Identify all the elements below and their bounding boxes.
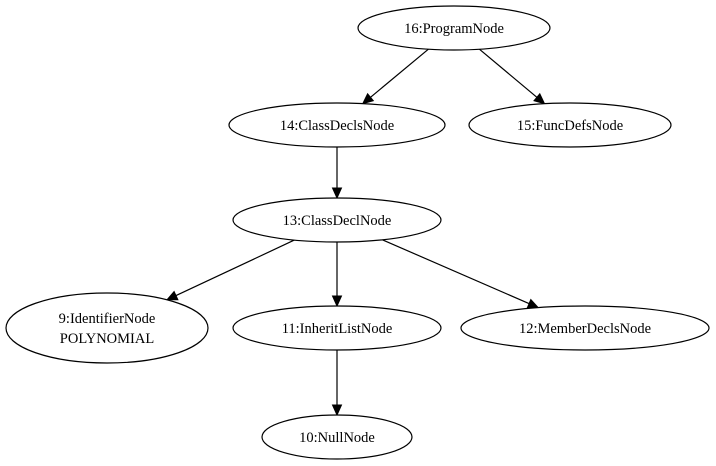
node-null-label: 10:NullNode [299,430,375,446]
node-identifier-shape [5,292,209,364]
node-func-defs-shape [468,102,672,148]
node-func-defs: 15:FuncDefsNode [468,102,672,148]
edge-class-decl-to-identifier [175,239,295,297]
node-inherit-list-shape [232,305,442,351]
node-func-defs-label: 15:FuncDefsNode [517,118,623,134]
node-class-decl: 13:ClassDeclNode [232,197,442,243]
node-class-decl-label: 13:ClassDeclNode [283,213,392,229]
edge-program-to-func-defs [479,48,538,98]
node-class-decl-shape [232,197,442,243]
node-inherit-list-label: 11:InheritListNode [282,321,393,337]
edge-program-to-class-decls [370,48,429,98]
edge-program-to-class-decls-arrowhead [361,92,375,105]
node-program-label: 16:ProgramNode [404,21,504,37]
node-class-decls-shape [228,102,446,148]
node-program: 16:ProgramNode [357,5,551,51]
node-identifier-label: 9:IdentifierNode [59,311,156,327]
node-member-decls: 12:MemberDeclsNode [460,305,710,351]
edge-class-decls-to-class-decl-arrowhead [331,187,343,200]
node-class-decls: 14:ClassDeclsNode [228,102,446,148]
node-null-shape [261,414,413,460]
edge-class-decl-to-member-decls [382,239,530,305]
edge-class-decl-to-inherit-list-arrowhead [331,295,343,308]
node-member-decls-shape [460,305,710,351]
edge-class-decl-to-member-decls-arrowhead [526,298,540,309]
node-inherit-list: 11:InheritListNode [232,305,442,351]
node-identifier-value: POLYNOMIAL [60,331,154,347]
node-null: 10:NullNode [261,414,413,460]
node-program-shape [357,5,551,51]
edge-program-to-func-defs-arrowhead [533,92,546,105]
node-identifier: 9:IdentifierNode POLYNOMIAL [5,292,209,364]
node-class-decls-label: 14:ClassDeclsNode [280,118,394,134]
edge-class-decl-to-identifier-arrowhead [165,290,179,301]
node-member-decls-label: 12:MemberDeclsNode [519,321,651,337]
edge-inherit-list-to-null-arrowhead [331,404,343,417]
